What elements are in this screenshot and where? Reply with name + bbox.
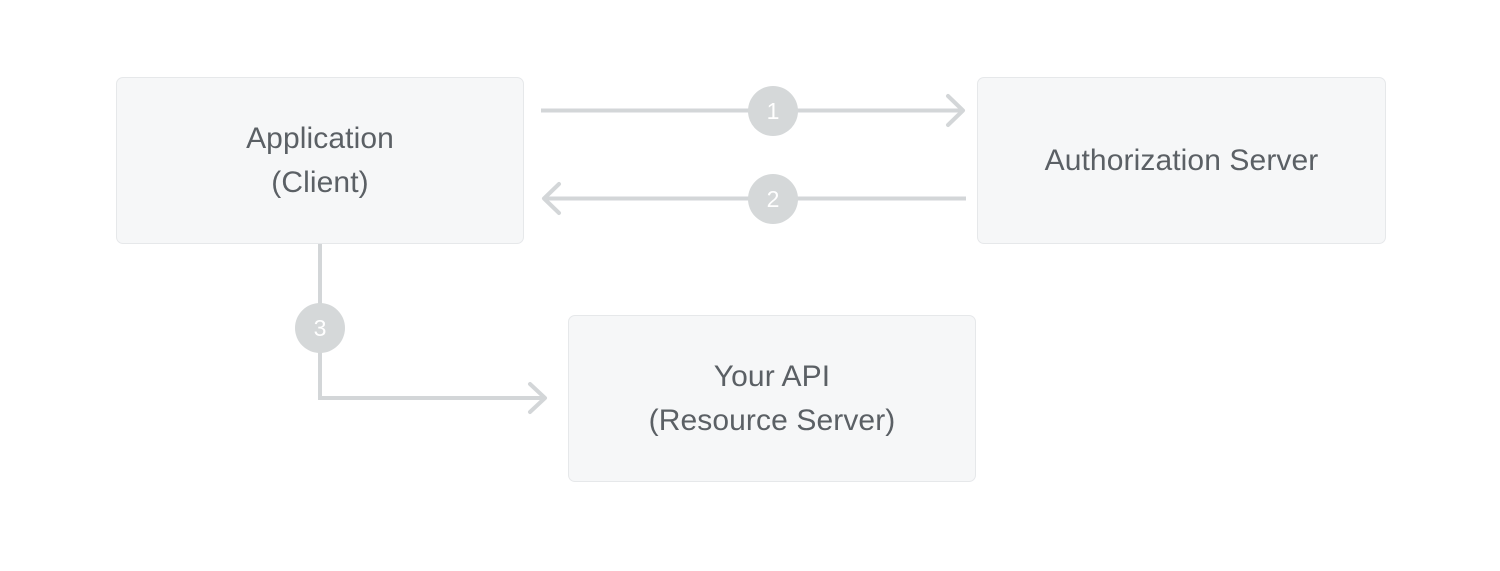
node-your-api-resource-server[interactable]: Your API (Resource Server): [568, 315, 976, 482]
step-badge-2-label: 2: [766, 185, 780, 212]
step-badge-3-label: 3: [313, 314, 327, 341]
connector-step-3: [318, 243, 547, 414]
arrowhead-right-step-1: [946, 94, 965, 127]
step-badge-1-label: 1: [766, 97, 780, 124]
connector-step-3-line: [318, 243, 544, 400]
step-badge-3: 3: [295, 303, 345, 353]
arrowhead-right-step-3: [528, 382, 547, 414]
node-authorization-server-label: Authorization Server: [1044, 143, 1319, 177]
arrowhead-left-step-2: [542, 182, 561, 215]
node-your-api-resource-server-label: Your API (Resource Server): [648, 360, 896, 437]
step-badge-2: 2: [748, 174, 798, 224]
node-authorization-server[interactable]: Authorization Server: [977, 77, 1386, 244]
node-application-client[interactable]: Application (Client): [116, 77, 524, 244]
node-application-client-label: Application (Client): [246, 122, 394, 199]
step-badge-1: 1: [748, 86, 798, 136]
